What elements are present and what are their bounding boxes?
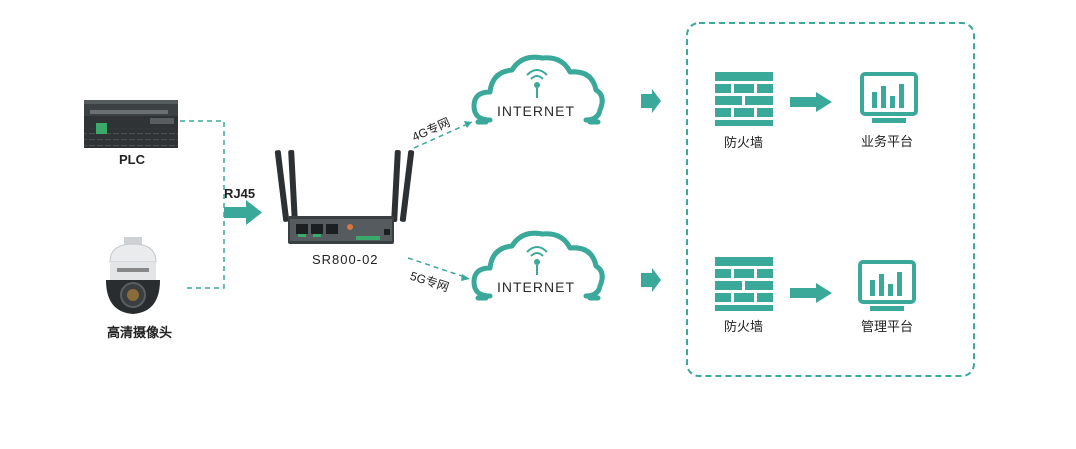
firewall-top-label: 防火墙: [724, 135, 764, 150]
router-label: SR800-02: [312, 252, 379, 267]
arrow-firewall-to-platform-bottom: [790, 283, 832, 303]
arrow-to-zone-bottom: [641, 268, 661, 292]
rj45-arrow: [224, 200, 262, 225]
secure-zone-box: [686, 22, 975, 377]
rj45-label: RJ45: [224, 186, 256, 201]
platform-bottom-label: 管理平台: [861, 319, 914, 334]
arrow-to-zone-top: [641, 89, 661, 113]
monitor-chart-icon: [858, 260, 916, 311]
cloud-antenna-icon: [471, 54, 605, 125]
plc-label: PLC: [119, 152, 145, 167]
lte4g-link: [413, 121, 473, 149]
lte5g-link: [407, 257, 469, 279]
firewall-bottom-label: 防火墙: [724, 319, 764, 334]
camera-label: 高清摄像头: [107, 325, 173, 340]
platform-top-label: 业务平台: [861, 134, 914, 149]
ptz-camera-icon: [106, 237, 160, 314]
firewall-icon: [715, 257, 773, 311]
cloud-bottom-label: INTERNET: [497, 279, 575, 295]
cloud-top-label: INTERNET: [497, 103, 575, 119]
monitor-chart-icon: [860, 72, 918, 123]
router-icon: [274, 149, 415, 244]
firewall-icon: [715, 72, 773, 126]
plc-connector: [180, 120, 225, 289]
cloud-antenna-icon: [471, 230, 605, 301]
arrow-firewall-to-platform-top: [790, 92, 832, 112]
plc-device-icon: [84, 100, 178, 148]
